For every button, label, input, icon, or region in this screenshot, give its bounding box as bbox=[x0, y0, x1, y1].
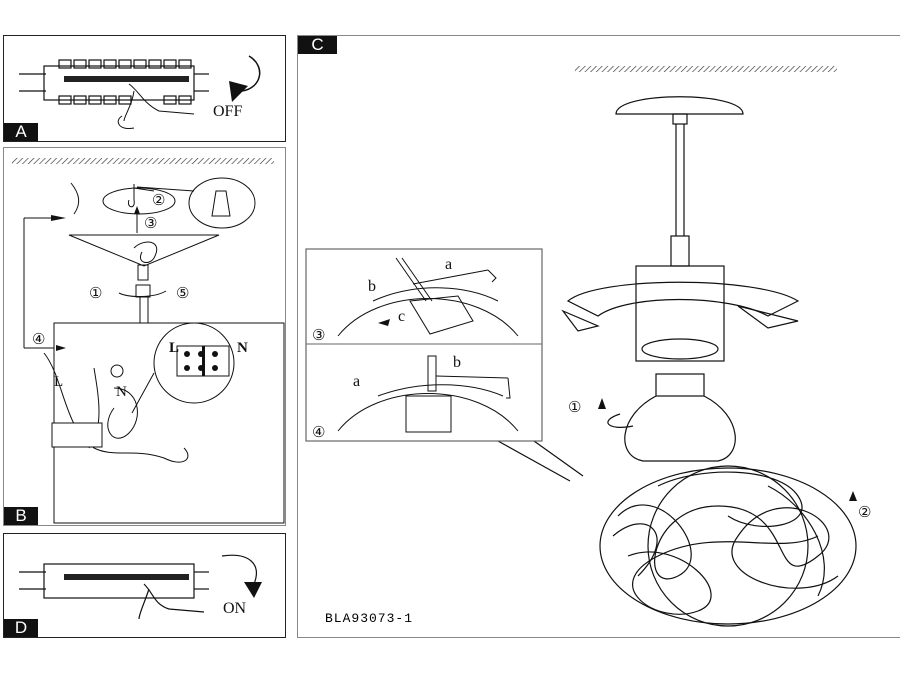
panel-tag-a: A bbox=[4, 123, 38, 141]
step-4: ④ bbox=[32, 332, 46, 348]
wire-ball-shade-icon bbox=[647, 465, 809, 627]
panel-b-ceiling-mount: ① ② ③ ④ ⑤ L N L N B bbox=[3, 147, 286, 526]
step-2-shade: ② bbox=[858, 505, 872, 521]
ceiling-hatch-icon bbox=[575, 66, 837, 72]
pendant-assembly-drawing bbox=[305, 66, 857, 627]
off-label: OFF bbox=[213, 103, 243, 120]
rotate-arrow-icon bbox=[241, 55, 261, 92]
step-1-bulb: ① bbox=[568, 400, 582, 416]
inset-letter-a-2: a bbox=[353, 373, 361, 390]
wire-neutral-label: N bbox=[116, 384, 127, 400]
step-5: ⑤ bbox=[176, 286, 190, 302]
model-code: BLA93073-1 bbox=[325, 611, 414, 626]
rotate-arrow-icon bbox=[221, 554, 257, 585]
ceiling-hatch-icon bbox=[12, 158, 274, 164]
inset-step-3: ③ bbox=[312, 328, 326, 344]
circuit-breaker-icon bbox=[19, 554, 262, 620]
inset-letter-b-2: b bbox=[453, 354, 461, 371]
bulb-icon bbox=[624, 395, 736, 462]
on-label: ON bbox=[223, 600, 247, 617]
step-1: ① bbox=[89, 286, 103, 302]
panel-c-shade-assembly: ③ ④ a b c a b ① ② C bbox=[297, 35, 900, 638]
inset-letter-a: a bbox=[445, 256, 453, 273]
ceiling-mount-drawing bbox=[12, 158, 285, 524]
terminal-l-label: L bbox=[169, 340, 180, 356]
panel-tag-d: D bbox=[4, 619, 38, 637]
terminal-block-icon bbox=[51, 345, 230, 448]
terminal-n-label: N bbox=[237, 340, 248, 356]
inset-letter-b: b bbox=[368, 278, 376, 295]
panel-tag-b: B bbox=[4, 507, 38, 525]
panel-a-switch-off: OFF A bbox=[3, 35, 286, 142]
circuit-breaker-icon bbox=[19, 55, 261, 130]
step-3: ③ bbox=[144, 216, 158, 232]
panel-tag-c: C bbox=[298, 36, 337, 54]
inset-letter-c: c bbox=[398, 308, 406, 325]
step-2: ② bbox=[152, 193, 166, 209]
wall-plug-icon bbox=[188, 177, 256, 229]
earth-symbol-icon bbox=[110, 364, 124, 378]
wire-live-label: L bbox=[54, 374, 64, 390]
inset-step-4: ④ bbox=[312, 425, 326, 441]
panel-d-switch-on: ON D bbox=[3, 533, 286, 638]
